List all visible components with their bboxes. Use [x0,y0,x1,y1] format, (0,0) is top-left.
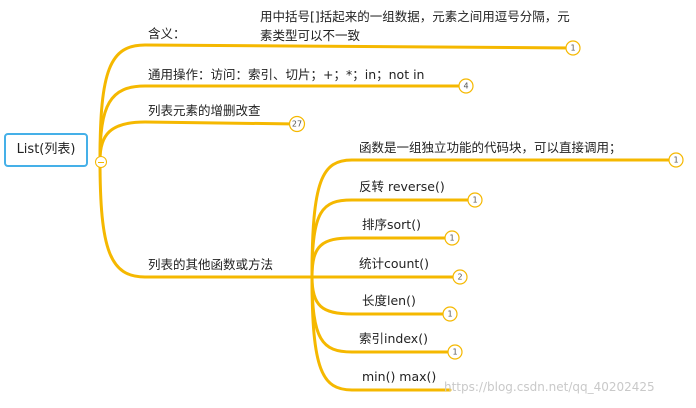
badge-meaning[interactable]: 1 [565,40,581,56]
badge-count[interactable]: 2 [452,269,468,285]
branch-line-operations [98,84,468,162]
badge-crud[interactable]: 27 [288,115,306,133]
badge-count-reverse: 1 [472,196,477,205]
badge-count-sort: 1 [449,234,454,243]
branch-label-crud[interactable]: 列表元素的增删改查 [148,103,261,118]
badge-len[interactable]: 1 [442,306,458,322]
badge-count-index: 1 [452,348,457,357]
branch-label-meaning[interactable]: 含义： [148,26,186,41]
sub-label-intro[interactable]: 函数是一组独立功能的代码块，可以直接调用； [359,140,622,155]
badge-count-operations: 4 [463,82,468,91]
sub-line-reverse [310,198,477,279]
badge-count-crud: 27 [292,120,302,129]
badge-intro[interactable]: 1 [668,152,684,168]
badge-operations[interactable]: 4 [458,78,474,94]
branch-line-functions [98,158,314,279]
collapse-toggle-icon[interactable] [95,156,107,168]
badge-count-intro: 1 [673,156,678,165]
branch-label-functions[interactable]: 列表的其他函数或方法 [148,257,274,272]
sub-line-minmax [310,275,452,392]
root-node[interactable]: List(列表) [4,133,88,167]
branch-note-meaning: 用中括号[]括起来的一组数据，元素之间用逗号分隔，元素类型可以不一致 [260,9,570,43]
sub-label-len[interactable]: 长度len() [362,293,416,308]
badge-index[interactable]: 1 [447,344,463,360]
watermark: https://blog.csdn.net/qq_40202425 [444,380,655,394]
branch-line-crud [98,120,299,162]
badge-sort[interactable]: 1 [444,230,460,246]
sub-label-sort[interactable]: 排序sort() [362,217,421,232]
badge-count-len: 1 [447,310,452,319]
badge-reverse[interactable]: 1 [467,192,483,208]
sub-label-minmax[interactable]: min() max() [362,369,437,384]
badge-count-meaning: 1 [570,44,575,53]
badge-count-count: 2 [457,273,462,282]
sub-label-index[interactable]: 索引index() [359,331,428,346]
sub-branch-lines [310,158,678,392]
sub-label-reverse[interactable]: 反转 reverse() [359,179,445,194]
sub-label-count[interactable]: 统计count() [359,256,430,271]
branch-lines [98,43,575,279]
branch-label-operations[interactable]: 通用操作：访问：索引、切片；+；*；in；not in [148,67,425,82]
sub-line-sort [310,236,454,279]
